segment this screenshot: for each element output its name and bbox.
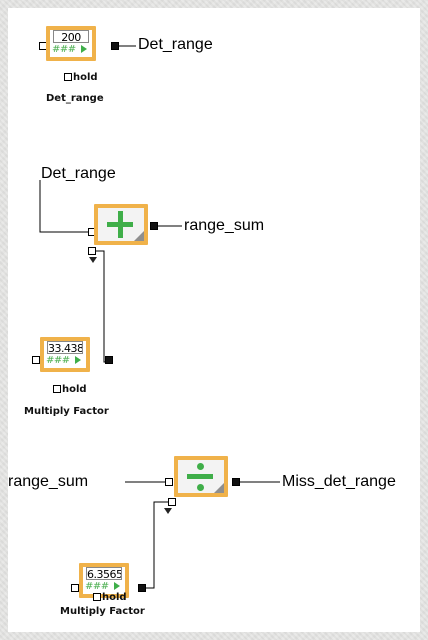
wire-label-det-range-in: Det_range bbox=[41, 165, 116, 182]
control-3-output-port[interactable] bbox=[138, 584, 146, 592]
numeric-format-icon: ### bbox=[52, 44, 76, 55]
add-block[interactable] bbox=[94, 204, 148, 245]
hold-label: hold bbox=[62, 384, 87, 395]
control-1-caption: Det_range bbox=[46, 93, 104, 104]
divide-input-port-2[interactable] bbox=[168, 498, 176, 506]
divide-icon bbox=[197, 463, 204, 470]
wire-label-det-range-out: Det_range bbox=[138, 36, 213, 53]
hold-checkbox-1[interactable]: hold bbox=[64, 72, 98, 84]
control-value[interactable]: 200 bbox=[53, 30, 89, 43]
numeric-format-icon: ### bbox=[46, 355, 70, 366]
green-arrow-icon bbox=[81, 45, 87, 53]
wire-label-range-sum-in: range_sum bbox=[8, 473, 89, 490]
wire-multiply-factor-1[interactable] bbox=[92, 250, 108, 363]
hold-checkbox-3[interactable]: hold bbox=[93, 592, 127, 604]
green-arrow-icon bbox=[114, 582, 120, 590]
numeric-format-icon: ### bbox=[85, 581, 109, 592]
green-arrow-icon bbox=[75, 356, 81, 364]
hold-label: hold bbox=[102, 592, 127, 603]
wire-det-range-in[interactable] bbox=[39, 180, 88, 233]
control-value[interactable]: 33.438 bbox=[47, 341, 83, 354]
control-2-output-port[interactable] bbox=[105, 356, 113, 364]
divide-block[interactable] bbox=[174, 456, 228, 497]
resize-corner-icon bbox=[214, 483, 224, 493]
divide-icon-dot bbox=[197, 484, 204, 491]
control-2-caption: Multiply Factor bbox=[24, 406, 109, 417]
wire-multiply-factor-2[interactable] bbox=[144, 501, 168, 589]
wire-label-miss-det-range: Miss_det_range bbox=[282, 473, 396, 490]
hold-label: hold bbox=[73, 72, 98, 83]
control-1-output-port[interactable] bbox=[111, 42, 119, 50]
divide-icon-bar bbox=[187, 474, 213, 479]
down-arrow-icon bbox=[89, 257, 97, 263]
plus-icon-vertical bbox=[118, 211, 123, 238]
diagram-canvas: 200 ### Det_range hold Det_range Det_ran… bbox=[8, 8, 420, 632]
divide-output-port[interactable] bbox=[232, 478, 240, 486]
down-arrow-icon bbox=[164, 508, 172, 514]
control-2-input-port[interactable] bbox=[32, 356, 40, 364]
checkbox-icon[interactable] bbox=[53, 385, 61, 393]
checkbox-icon[interactable] bbox=[64, 73, 72, 81]
control-3-input-port[interactable] bbox=[71, 584, 79, 592]
numeric-control-multiply-factor-1[interactable]: 33.438 ### bbox=[40, 337, 90, 372]
checkbox-icon[interactable] bbox=[93, 593, 101, 601]
control-3-caption: Multiply Factor bbox=[60, 606, 145, 617]
resize-corner-icon bbox=[134, 231, 144, 241]
add-output-port[interactable] bbox=[150, 222, 158, 230]
add-input-port-2[interactable] bbox=[88, 247, 96, 255]
hold-checkbox-2[interactable]: hold bbox=[53, 384, 87, 396]
divide-input-port-1[interactable] bbox=[165, 478, 173, 486]
numeric-control-multiply-factor-2[interactable]: 6.3565 ### bbox=[79, 563, 129, 598]
numeric-control-det-range[interactable]: 200 ### bbox=[46, 26, 96, 61]
wire-label-range-sum-out: range_sum bbox=[184, 217, 265, 234]
control-value[interactable]: 6.3565 bbox=[86, 567, 122, 580]
